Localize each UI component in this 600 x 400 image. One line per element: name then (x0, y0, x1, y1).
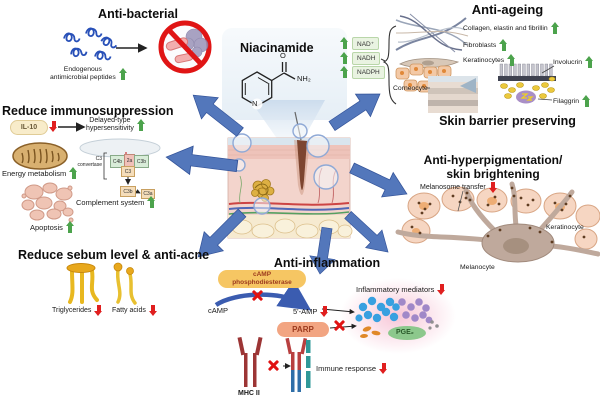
target-receptor-icon (285, 337, 311, 392)
pde-pill: cAMP phosphodiesterase (218, 270, 306, 288)
mhc-receptor-icon (237, 336, 263, 387)
mitochondria-icon (12, 142, 68, 170)
up-arrow-icon (65, 221, 75, 233)
x-mark-icon (268, 360, 279, 371)
fatty-acids-icon (113, 262, 137, 305)
c3-box: C3 (121, 166, 135, 177)
pge2-blob (388, 326, 426, 340)
up-arrow-icon (550, 22, 560, 34)
keratinocyte-label: Keratinocyte (546, 224, 584, 231)
keratinocytes-icon (395, 63, 452, 93)
nad-brace (382, 25, 397, 105)
nadh-pill: NADH (352, 52, 381, 65)
up-arrow-icon (136, 119, 146, 131)
delayed-hypersensitivity-label: Delayed-type hypersensitivity (86, 117, 134, 133)
melanocyte-label: Melanocyte (460, 264, 495, 271)
c3-convertase-label: C3 convertase (77, 156, 102, 168)
anti-ageing-title: Anti-ageing (471, 2, 544, 17)
down-arrow-icon (148, 304, 158, 316)
camp-label: cAMP (208, 306, 229, 315)
nad-pill: NAD⁺ (352, 37, 380, 50)
up-arrow-icon (507, 54, 516, 66)
triglyceride-icon (66, 263, 99, 304)
keratinocytes-label: Keratinocytes (463, 56, 505, 64)
inflammatory-mediators-label: Inflammatory mediators (356, 284, 435, 294)
sebaceous-gland (251, 179, 275, 202)
atom-n-label: N (252, 99, 258, 108)
molecule-bubbles (232, 123, 339, 215)
down-arrow-icon (437, 283, 446, 295)
up-arrow-icon (340, 52, 349, 64)
apoptosis-icon (21, 182, 74, 223)
down-arrow-icon (379, 362, 388, 374)
collagen-label: Collagen, elastin and fibrillin (463, 24, 548, 32)
parp-pill: PARP (277, 322, 329, 337)
niacinamide-title: Niacinamide (240, 41, 314, 55)
up-arrow-icon (69, 167, 78, 179)
up-arrow-icon (147, 196, 156, 208)
melanosome-transfer-label: Melanosome transfer (420, 183, 486, 191)
pge2-label: PGE₂ (396, 329, 414, 336)
skin-barrier-title: Skin barrier preserving (439, 114, 576, 128)
atom-o-label: O (280, 51, 286, 60)
complement-system-label: Complement system (76, 197, 145, 207)
corneocyte-label: Corneocyte (393, 85, 428, 92)
no-bacteria-sign (158, 20, 212, 74)
peptides-label: Endogenous antimicrobial peptides (50, 66, 116, 82)
immunosuppression-title: Reduce immunosuppression (2, 104, 174, 118)
up-arrow-icon (585, 56, 594, 68)
amp-label: 5'-AMP (293, 306, 318, 316)
inflammatory-mediators-cluster (355, 296, 439, 340)
nadh-connector (380, 58, 386, 62)
anti-bacterial-title: Anti-bacterial (98, 7, 178, 21)
skin-cross-section (227, 111, 353, 239)
collagen-fibers-icon (395, 13, 469, 53)
x-mark-icon (252, 290, 263, 301)
atom-nh2-label: NH₂ (297, 74, 311, 83)
energy-metabolism-label: Energy metabolism (2, 168, 67, 178)
anti-inflammation-title: Anti-inflammation (273, 256, 381, 270)
fatty-acids-label: Fatty acids (112, 306, 146, 314)
apoptosis-label: Apoptosis (30, 222, 63, 232)
up-arrow-icon (340, 66, 349, 78)
amp-mediators-arrow (321, 308, 355, 315)
hair-follicle (297, 140, 307, 190)
fibroblasts-label: Fibroblasts (463, 41, 497, 49)
filaggrin-label: Filaggrin (553, 97, 580, 105)
down-arrow-icon (49, 120, 58, 132)
up-arrow-icon (499, 39, 508, 51)
immune-response-label: Immune response (316, 363, 377, 373)
up-arrow-icon (118, 68, 128, 80)
sebum-title: Reduce sebum level & anti-acne (18, 248, 210, 262)
triglycerides-label: Triglycerides (52, 306, 92, 314)
corneocyte-stack-icon (426, 76, 478, 113)
involucrin-comb-icon (498, 63, 556, 104)
c3b-box: C3b (134, 155, 149, 168)
nadph-pill: NADPH (352, 66, 385, 79)
up-arrow-icon (582, 95, 591, 107)
hyperpigmentation-title: Anti-hyperpigmentation/ skin brightening (423, 153, 563, 181)
x-mark-icon (334, 320, 345, 331)
involucrin-label: Involucrin (553, 58, 583, 66)
up-arrow-icon (340, 37, 349, 49)
melanocyte-keratinocyte-art (395, 181, 600, 263)
down-arrow-icon (94, 304, 103, 316)
mhc-label: MHC II (238, 390, 260, 397)
down-arrow-icon (488, 181, 498, 193)
il10-pill: IL-10 (10, 120, 48, 135)
down-arrow-icon (320, 305, 329, 317)
